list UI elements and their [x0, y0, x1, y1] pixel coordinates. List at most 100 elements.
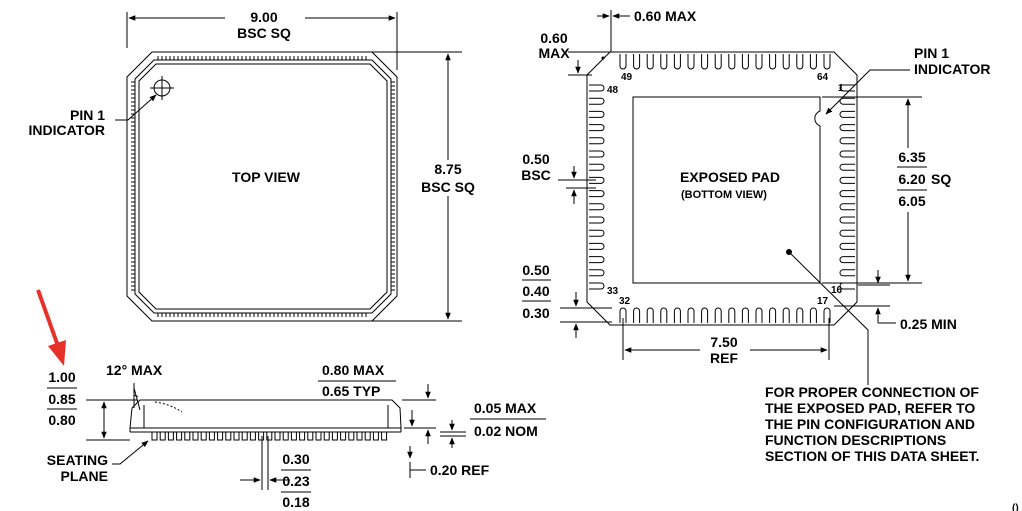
lead-left [589, 282, 605, 290]
lead-left [589, 203, 605, 211]
height-nom: 0.85 [48, 391, 75, 407]
pitch-unit: BSC [521, 167, 551, 183]
note-line-3: THE PIN CONFIGURATION AND [765, 416, 975, 432]
lead-right [839, 163, 855, 171]
bottom-pin1-label-line1: PIN 1 [914, 45, 949, 61]
top-pin1-label-line2: INDICATOR [29, 122, 105, 138]
lead-top [755, 54, 763, 70]
lead-left [589, 97, 605, 105]
side-lead [249, 431, 256, 441]
lead-right [839, 269, 855, 277]
lead-bottom [673, 307, 681, 323]
bottom-pin1-label-line2: INDICATOR [914, 61, 990, 77]
angle-label: 12° MAX [106, 362, 163, 378]
lead-top [796, 54, 804, 70]
lead-top [701, 54, 709, 70]
lead-left [589, 229, 605, 237]
side-lead [217, 431, 224, 441]
top-view: PIN 1 INDICATOR TOP VIEW 9.00 BSC SQ 8.7… [29, 8, 484, 322]
lead-right [839, 190, 855, 198]
lead-bottom [796, 307, 804, 323]
lead-bottom [633, 307, 641, 323]
side-lead [266, 431, 273, 441]
corner-dot [601, 56, 605, 60]
red-arrow-icon [36, 289, 66, 366]
lead-bottom [809, 307, 817, 323]
top-width-unit: BSC SQ [237, 25, 291, 41]
pad-size-min: 6.05 [898, 193, 925, 209]
side-lead [331, 431, 338, 441]
lead-top [619, 54, 627, 70]
lead-max-label: 0.60 MAX [634, 8, 697, 24]
pin-number-48: 48 [607, 85, 619, 96]
lead-width-max: 0.30 [282, 451, 309, 467]
lead-left [589, 176, 605, 184]
lead-top [687, 54, 695, 70]
side-lead [282, 431, 289, 441]
lead-bottom [782, 307, 790, 323]
seating-label-line2: PLANE [61, 468, 108, 484]
mold-max: 0.80 MAX [322, 362, 385, 378]
exposed-pad-title: EXPOSED PAD [680, 169, 780, 185]
lead-right [839, 216, 855, 224]
standoff-max: 0.05 MAX [474, 400, 537, 416]
lead-left [589, 137, 605, 145]
side-lead [381, 431, 388, 441]
lead-bottom [755, 307, 763, 323]
side-lead [151, 431, 158, 441]
lead-left [589, 256, 605, 264]
bottom-view-leads [589, 54, 855, 323]
side-lead [348, 431, 355, 441]
lead-right [839, 203, 855, 211]
lead-left [589, 124, 605, 132]
corner-mark: () [1012, 503, 1019, 511]
lead-right [839, 242, 855, 250]
lead-left [589, 216, 605, 224]
side-lead [323, 431, 330, 441]
height-min: 0.80 [48, 412, 75, 428]
standoff-nom: 0.02 NOM [474, 423, 538, 439]
min-gap-label: 0.25 MIN [900, 316, 957, 332]
side-lead [167, 431, 174, 441]
lead-top [809, 54, 817, 70]
pin-number-32: 32 [619, 296, 631, 307]
lead-len-max: 0.50 [522, 262, 549, 278]
side-lead [315, 431, 322, 441]
side-view-leads [151, 431, 388, 441]
lead-top [714, 54, 722, 70]
exposed-pad-subtitle: (BOTTOM VIEW) [681, 189, 767, 201]
lead-bottom [823, 307, 831, 323]
ref-unit: REF [710, 350, 738, 366]
lead-width-min: 0.18 [282, 494, 309, 510]
lead-left [589, 242, 605, 250]
lead-right [839, 110, 855, 118]
side-lead [241, 431, 248, 441]
pin-number-64: 64 [817, 72, 829, 83]
side-lead [274, 431, 281, 441]
note-line-2: THE EXPOSED PAD, REFER TO [765, 400, 975, 416]
ref-value: 7.50 [710, 334, 737, 350]
lead-right [839, 176, 855, 184]
mold-typ: 0.65 TYP [322, 383, 380, 399]
top-view-title: TOP VIEW [232, 169, 301, 185]
lead-right [839, 229, 855, 237]
pin-number-49: 49 [621, 72, 633, 83]
pin-number-1: 1 [838, 83, 844, 94]
top-width-value: 9.00 [250, 9, 277, 25]
exposed-pad-note: FOR PROPER CONNECTION OF THE EXPOSED PAD… [765, 384, 979, 464]
side-lead [372, 431, 379, 441]
lead-len-nom: 0.40 [522, 283, 549, 299]
lead-left [589, 163, 605, 171]
lead-right [839, 137, 855, 145]
seating-label-line1: SEATING [47, 452, 108, 468]
bottom-view: EXPOSED PAD (BOTTOM VIEW) 49 64 48 1 33 … [521, 8, 990, 385]
lead-len-min: 0.30 [522, 305, 549, 321]
side-lead [307, 431, 314, 441]
lead-right [839, 282, 855, 290]
lead-top [660, 54, 668, 70]
side-lead [208, 431, 215, 441]
lead-right [839, 84, 855, 92]
lead-right [839, 150, 855, 158]
lead-left [589, 190, 605, 198]
note-line-4: FUNCTION DESCRIPTIONS [765, 432, 946, 448]
